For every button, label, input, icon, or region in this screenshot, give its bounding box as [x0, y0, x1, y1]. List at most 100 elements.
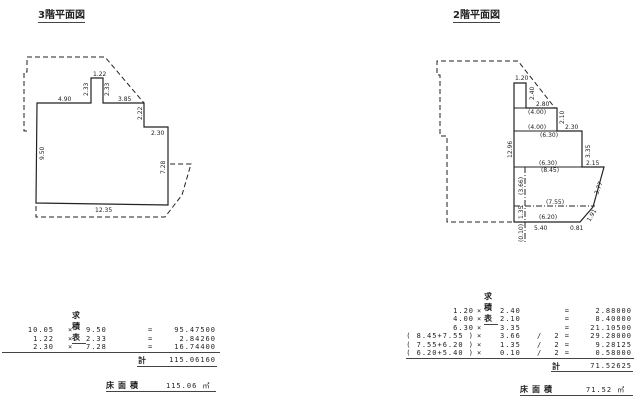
cell: 1.22: [33, 335, 54, 343]
cell: =: [148, 343, 154, 351]
total-label: 計: [552, 362, 564, 371]
dim: 3.77: [593, 181, 604, 196]
cell: ×: [477, 332, 483, 340]
dim: (4.00): [528, 124, 546, 131]
cell: 2 =: [554, 332, 570, 340]
dim: 4.90: [58, 96, 72, 103]
cell: 21.10500: [590, 324, 632, 332]
cell: ×: [477, 324, 483, 332]
cell: 4.00: [453, 315, 474, 323]
divider: [551, 371, 633, 372]
dim: 1.20: [515, 75, 529, 82]
cell: ( 8.45+7.55 ): [406, 332, 474, 340]
cell: 2.30: [33, 343, 54, 351]
cell: 2 =: [554, 341, 570, 349]
second-floor-title: 2階平面図: [453, 6, 500, 23]
cell: 10.05: [27, 326, 54, 334]
divider: [2, 352, 220, 353]
total-value: 115.06160: [169, 356, 216, 364]
dim: 9.50: [39, 146, 46, 160]
cell: /: [537, 341, 543, 349]
cell: 8.40000: [595, 315, 632, 323]
adjacent-outline: [23, 56, 145, 132]
divider: [106, 391, 216, 392]
cell: /: [537, 349, 543, 357]
cell: 2.10: [500, 315, 521, 323]
cell: 2.88000: [595, 307, 632, 315]
dim: (8.45): [541, 167, 559, 174]
cell: 1.20: [453, 307, 474, 315]
floor-outline: [35, 77, 169, 206]
dim: 7.28: [160, 160, 167, 174]
cell: 1.35: [500, 341, 521, 349]
dim: 2.30: [151, 130, 165, 137]
table-header: 求 積 表: [484, 292, 498, 325]
second-floor-plan: [436, 60, 605, 244]
cell: =: [564, 324, 570, 332]
dim: (4.00): [528, 109, 546, 116]
dim: (0.10): [518, 224, 525, 242]
cell: 9.50: [86, 326, 107, 334]
dim: 2.22: [137, 106, 144, 120]
cell: ×: [477, 341, 483, 349]
third-floor-plan: [23, 56, 192, 218]
cell: 29.28000: [590, 332, 632, 340]
third-floor-dimensions: 1.22 2.33 2.33 4.90 3.85 2.22 2.30 9.50 …: [39, 71, 167, 214]
dim: (6.20): [539, 214, 557, 221]
table-header: 求 積 表: [72, 311, 86, 344]
adjacent-outline: [436, 60, 556, 223]
cell: ×: [477, 315, 483, 323]
cell: 3.35: [500, 324, 521, 332]
adjacent-outline: [35, 163, 192, 218]
cell: ×: [477, 307, 483, 315]
dim: 2.10: [559, 110, 566, 124]
dim: (6.30): [540, 132, 558, 139]
cell: 2.40: [500, 307, 521, 315]
floor-area-value: 115.06 ㎡: [166, 382, 211, 390]
third-floor-title: 3階平面図: [38, 6, 85, 23]
cell: =: [148, 335, 154, 343]
cell: ×: [68, 335, 74, 343]
second-floor-dimensions: 1.20 2.40 2.80 2.10 (4.00) (4.00) 2.30 (…: [507, 75, 605, 242]
floor-outline: [513, 82, 605, 223]
cell: ×: [68, 343, 74, 351]
dim: (7.55): [546, 199, 564, 206]
floor-area-label: 床面積: [106, 381, 142, 390]
cell: 2 =: [554, 349, 570, 357]
floor-area-value: 71.52 ㎡: [586, 386, 626, 394]
dim: 12.35: [95, 207, 112, 214]
cell: 2.33: [86, 335, 107, 343]
dim: 3.85: [118, 96, 132, 103]
cell: 6.30: [453, 324, 474, 332]
dim: 5.40: [534, 225, 548, 232]
dim: 2.30: [565, 124, 579, 131]
dim: 2.33: [104, 82, 111, 96]
cell: 9.28125: [595, 341, 632, 349]
cell: =: [564, 307, 570, 315]
cell: ( 6.20+5.40 ): [406, 349, 474, 357]
floor-area-label: 床面積: [520, 385, 556, 394]
cell: 3.66: [500, 332, 521, 340]
cell: ×: [477, 349, 483, 357]
cell: =: [148, 326, 154, 334]
dim: 2.15: [586, 160, 600, 167]
divider: [137, 366, 217, 367]
total-label: 計: [138, 356, 150, 365]
divider: [520, 395, 633, 396]
total-value: 71.52625: [590, 362, 632, 370]
dim: 12.96: [507, 141, 514, 158]
dim: 2.33: [83, 82, 90, 96]
cell: =: [564, 315, 570, 323]
cell: 2.84260: [179, 335, 216, 343]
cell: ×: [68, 326, 74, 334]
cell: /: [537, 332, 543, 340]
cell: 7.28: [86, 343, 107, 351]
dim: 2.80: [536, 101, 550, 108]
dim: 1.35: [518, 205, 525, 219]
cell: 0.58000: [595, 349, 632, 357]
dim: (3.66): [518, 177, 525, 195]
dim: 2.40: [529, 86, 536, 100]
dim: 3.35: [585, 144, 592, 158]
divider: [406, 358, 634, 359]
